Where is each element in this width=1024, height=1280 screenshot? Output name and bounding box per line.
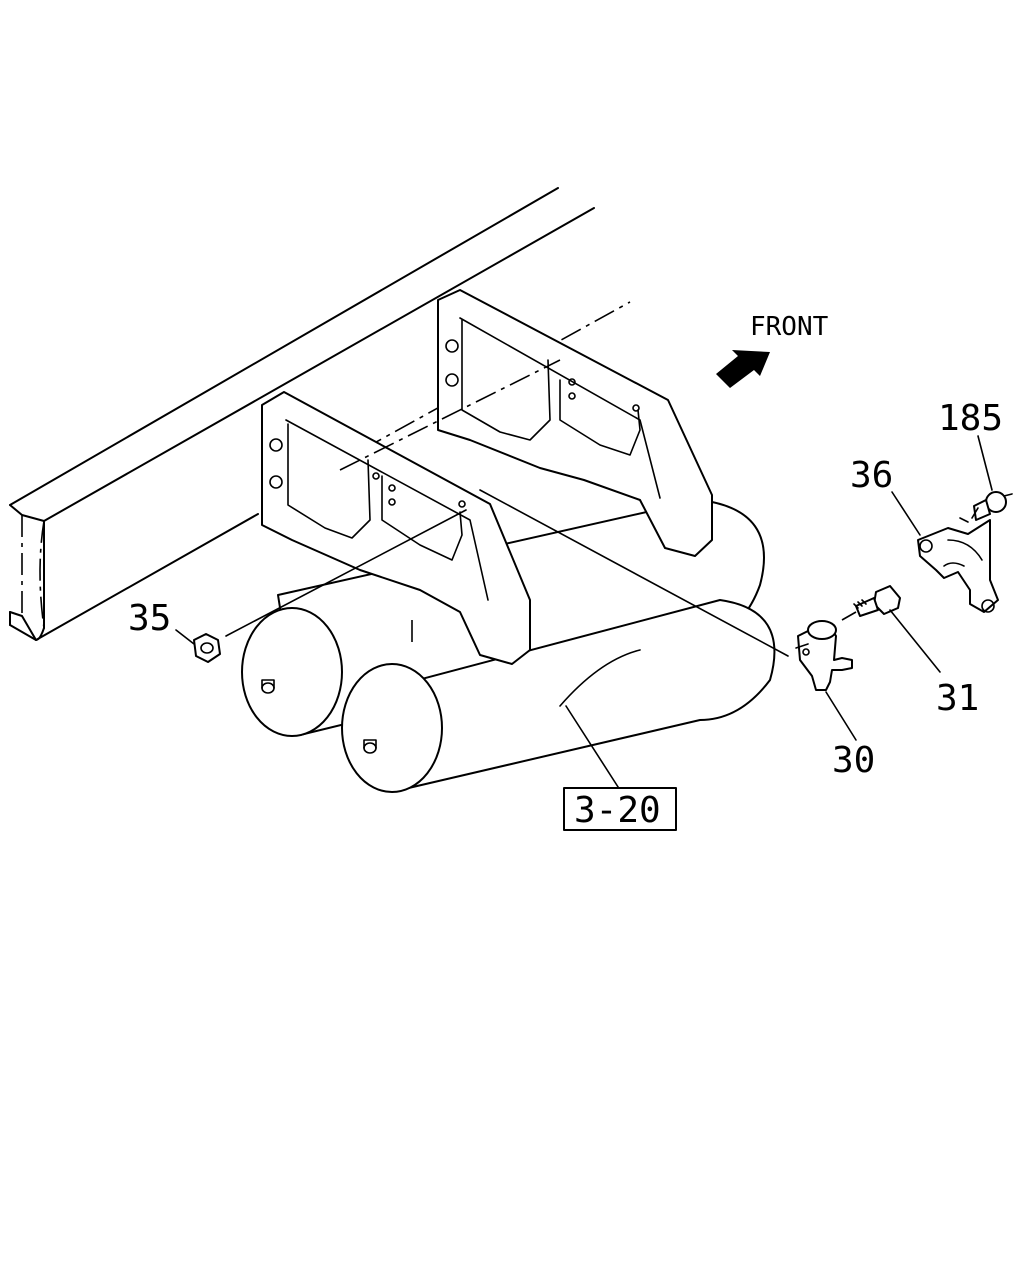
part-35-nut [193, 633, 221, 663]
frame-rail [9, 187, 595, 641]
callout-185: 185 [938, 398, 1003, 439]
callout-35: 35 [128, 598, 171, 639]
part-185-bolt [971, 491, 1013, 521]
callout-31: 31 [936, 678, 979, 719]
leader-30 [825, 691, 857, 741]
leader-36 [891, 491, 921, 536]
reference-box [563, 787, 677, 831]
leader-3-20 [565, 705, 621, 791]
align-line-31 [841, 611, 857, 621]
leader-31 [889, 609, 941, 673]
mounting-bracket-rear [437, 289, 713, 557]
part-36-bracket [917, 517, 999, 613]
hidden-line-30 [479, 489, 789, 657]
callout-36: 36 [850, 455, 893, 496]
alignment-line-35 [225, 509, 467, 637]
part-30-valve [795, 620, 853, 691]
front-label: FRONT [750, 312, 829, 342]
front-arrow-icon [716, 350, 770, 388]
leader-185 [977, 435, 993, 491]
leader-35 [175, 629, 195, 645]
crossmember-line [339, 359, 561, 471]
reference-label: 3-20 [574, 790, 661, 831]
air-tank-front [341, 599, 776, 793]
part-31-bolt [853, 585, 901, 617]
callout-30: 30 [832, 740, 875, 781]
mounting-bracket-front [261, 391, 531, 665]
